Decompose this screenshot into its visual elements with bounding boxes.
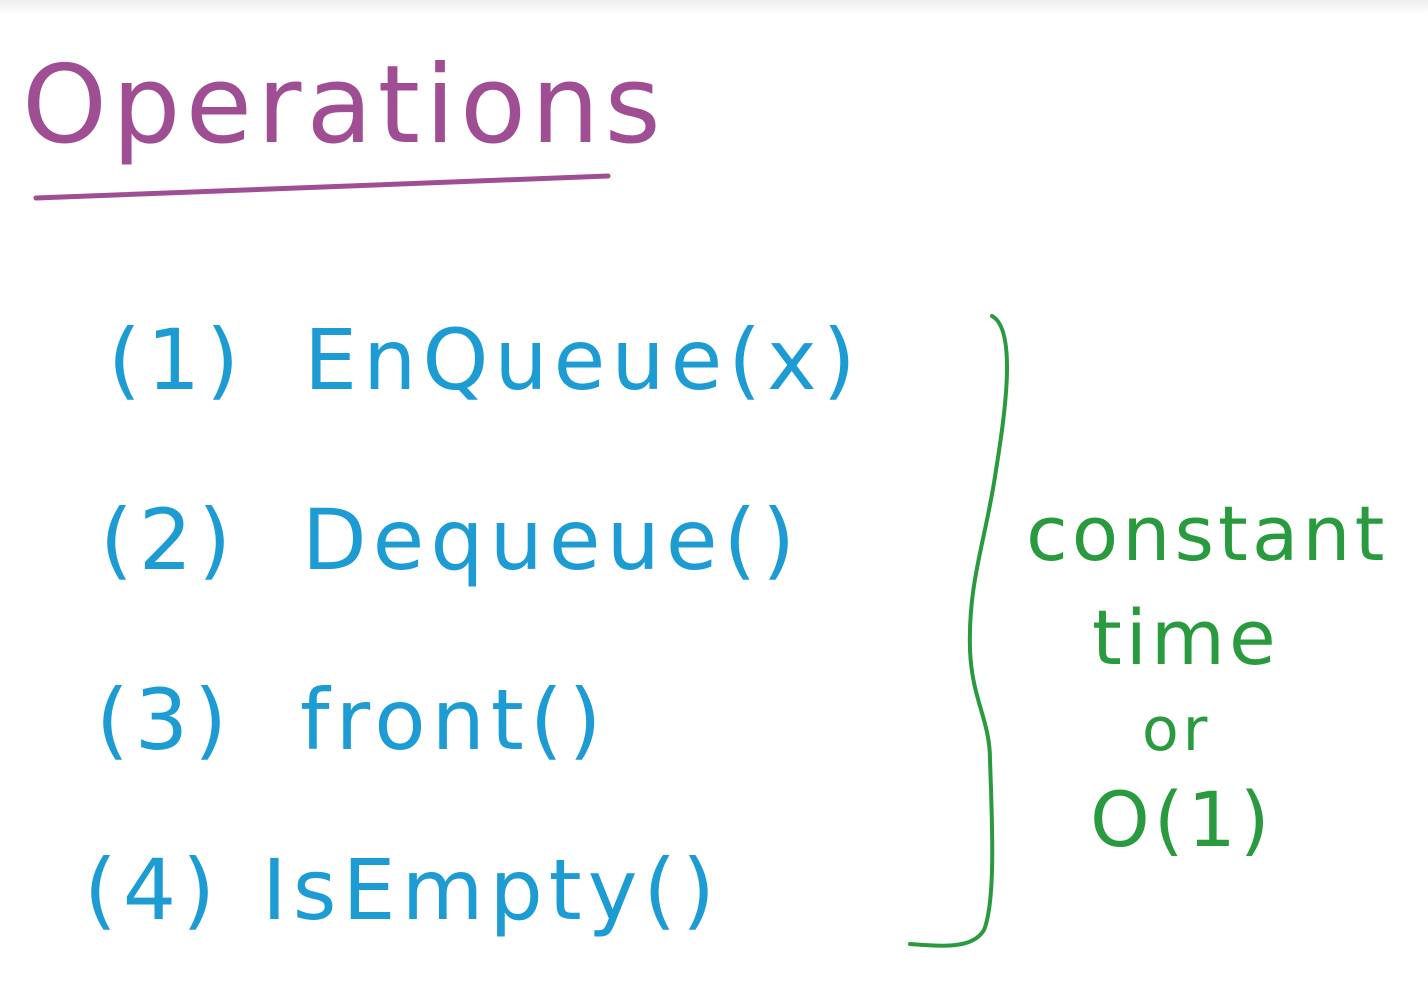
complexity-note-line-3: or (1142, 695, 1212, 765)
operation-item-4: (4)IsEmpty() (84, 848, 721, 932)
operation-item-2: (2)Dequeue() (100, 498, 801, 582)
operation-number: (1) (108, 311, 245, 409)
operation-name: front() (300, 671, 608, 769)
complexity-note-line-2: time (1092, 593, 1280, 682)
page-title: Operations (22, 43, 666, 168)
operation-name: Dequeue() (302, 491, 802, 589)
operation-number: (4) (84, 841, 221, 939)
top-shade (0, 0, 1428, 14)
complexity-note-line-1: constant (1026, 489, 1389, 578)
operation-item-3: (3)front() (96, 678, 607, 762)
complexity-note-line-4: O(1) (1090, 775, 1274, 864)
operation-name: EnQueue(x) (304, 311, 862, 409)
operation-number: (3) (96, 671, 233, 769)
operation-number: (2) (100, 491, 237, 589)
operation-name: IsEmpty() (262, 841, 721, 939)
operation-item-1: (1)EnQueue(x) (108, 318, 862, 402)
